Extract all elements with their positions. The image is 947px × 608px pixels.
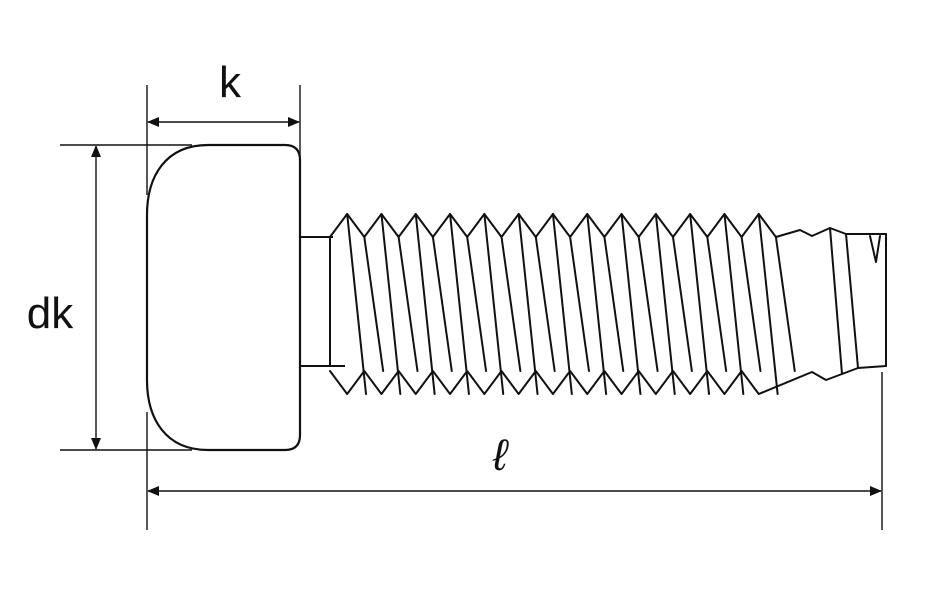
thread-root-line [740, 236, 762, 372]
thread-crest-line [586, 213, 608, 395]
screw-neck [300, 236, 345, 367]
k-label: k [219, 58, 242, 107]
screw-head [145, 143, 302, 452]
thread-root-line [500, 236, 522, 372]
thread-crest-line [654, 213, 676, 395]
extension-lines [60, 85, 883, 530]
thread-root-line [363, 236, 385, 372]
screw-threads [329, 213, 887, 395]
thread-crest-line [689, 213, 711, 395]
thread-crest-line [757, 213, 779, 395]
thread-root-line [397, 236, 419, 372]
thread-crest-line [845, 233, 859, 369]
thread-root-line [431, 236, 453, 372]
thread-root-line [706, 236, 728, 372]
thread-top-profile [329, 213, 887, 238]
thread-crest-line [723, 213, 745, 395]
thread-root-line [569, 236, 590, 372]
thread-root-line [637, 236, 659, 372]
thread-crest-line [620, 213, 642, 395]
thread-crest-line [829, 227, 843, 375]
thread-root-line [534, 236, 556, 372]
thread-bottom-profile [329, 365, 887, 395]
length-label: ℓ [492, 431, 509, 480]
thread-root-line [603, 236, 625, 372]
thread-tip-mark [869, 235, 881, 263]
thread-crest-line [346, 213, 368, 395]
thread-root-line [672, 236, 693, 372]
dimension-lines [91, 117, 882, 496]
thread-crest-line [551, 213, 573, 395]
thread-root-line [774, 236, 796, 372]
thread-crest-line [380, 213, 402, 395]
thread-crest-line [414, 213, 436, 395]
thread-crest-line [517, 213, 539, 395]
thread-crest-line [483, 213, 505, 395]
thread-root-line [466, 236, 488, 372]
thread-crest-line [449, 213, 470, 395]
dk-label: dk [27, 289, 74, 338]
